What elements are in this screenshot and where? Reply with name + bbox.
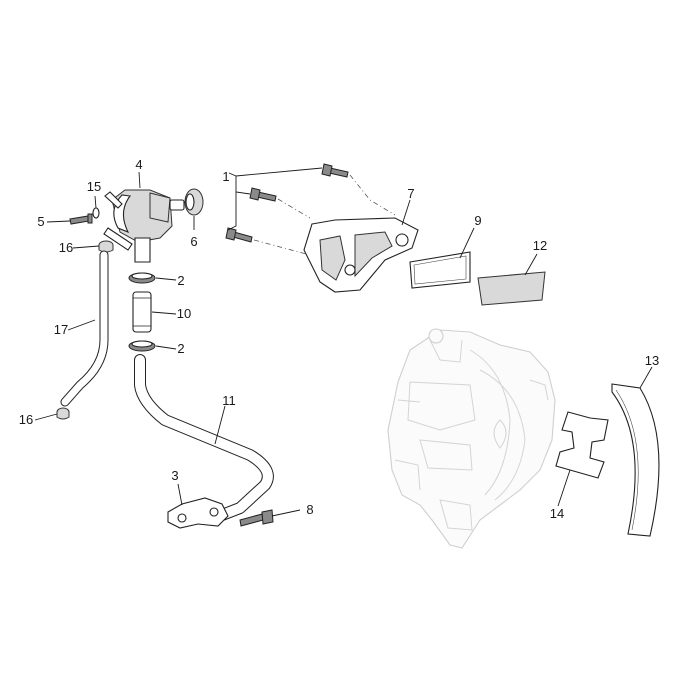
callout-14: 14 <box>550 506 564 521</box>
callout-8: 8 <box>306 502 313 517</box>
callout-6: 6 <box>190 234 197 249</box>
hose-clamp-upper <box>128 272 156 284</box>
flange-gasket <box>167 497 229 529</box>
callout-16-top: 16 <box>59 240 73 255</box>
callout-2-upper: 2 <box>177 273 184 288</box>
callout-10: 10 <box>177 306 191 321</box>
callout-1: 1 <box>222 169 229 184</box>
callout-labels: 1 2 2 3 4 5 6 7 8 9 10 11 12 13 14 15 16… <box>19 157 659 521</box>
pump-screw <box>69 213 93 225</box>
callout-11: 11 <box>222 393 236 408</box>
callout-5: 5 <box>37 214 44 229</box>
fuel-pipe <box>134 354 274 521</box>
callout-13: 13 <box>645 353 659 368</box>
crankcase-housing-ghost <box>387 328 556 549</box>
reed-pad-9 <box>409 251 471 289</box>
rubber-spacer <box>184 188 204 216</box>
callout-17: 17 <box>54 322 68 337</box>
vacuum-hose <box>60 250 109 407</box>
flange-bolt <box>239 509 274 527</box>
callout-3: 3 <box>171 468 178 483</box>
leader-lines <box>34 167 653 517</box>
connector-sleeve <box>132 291 152 333</box>
callout-16-bottom: 16 <box>19 412 33 427</box>
hose-clamp-lower <box>128 340 156 352</box>
bracket-bolt-2 <box>249 187 277 202</box>
bracket-bolt-1 <box>321 163 349 178</box>
hose-clip-top <box>98 240 114 253</box>
callout-12: 12 <box>533 238 547 253</box>
callout-2-lower: 2 <box>177 341 184 356</box>
callout-9: 9 <box>474 213 481 228</box>
pump-washer <box>92 207 100 219</box>
fuel-pump <box>103 189 185 263</box>
callout-7: 7 <box>407 186 414 201</box>
callout-15: 15 <box>87 179 101 194</box>
seal-strip <box>611 383 660 537</box>
reed-pad-12 <box>477 271 546 306</box>
seal-plate <box>555 411 609 479</box>
bracket-bolt-3 <box>225 227 253 243</box>
callout-4: 4 <box>135 157 142 172</box>
hose-clip-bottom <box>56 407 70 420</box>
mounting-bracket <box>303 217 419 293</box>
